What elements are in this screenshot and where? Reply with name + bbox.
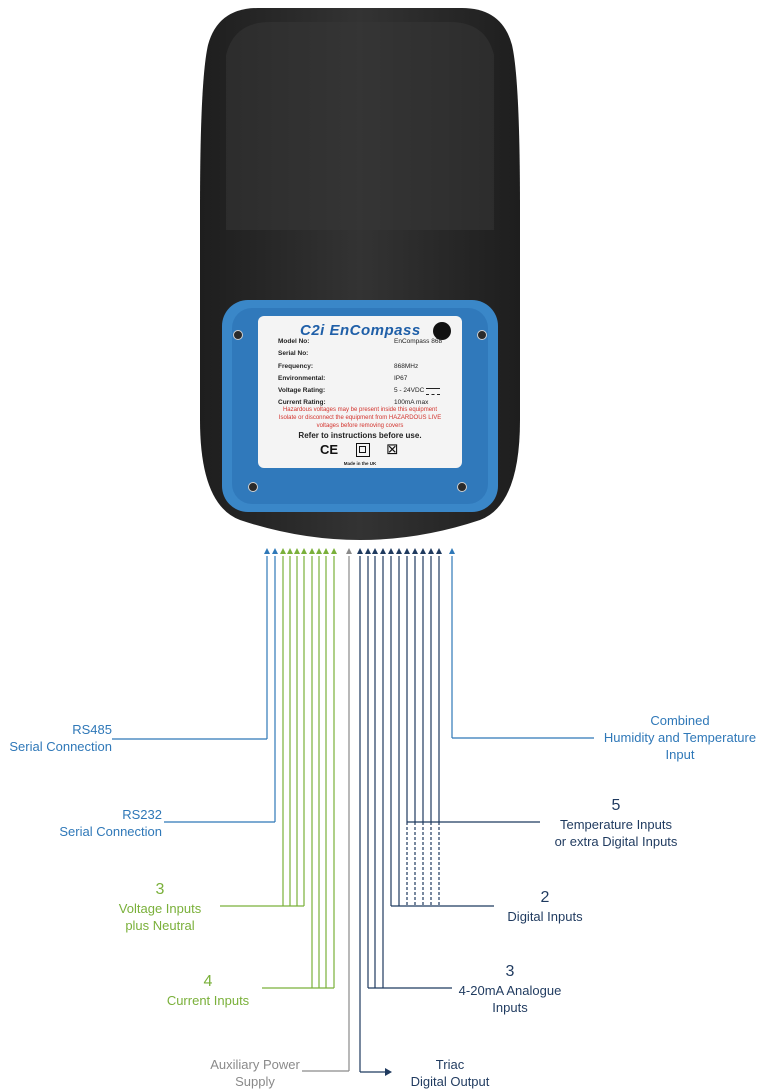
device-rating-label: C2i EnCompass Model No: EnCompass 868 Se…: [258, 316, 462, 468]
aux-subtitle: Supply: [235, 1074, 275, 1089]
triac-output-label: Triac Digital Output: [395, 1056, 505, 1090]
rs232-subtitle: Serial Connection: [59, 824, 162, 839]
screw-icon: [248, 482, 258, 492]
ce-mark-icon: CE: [320, 442, 339, 457]
arrow-up-icon: [323, 548, 329, 554]
device-brand: C2i EnCompass: [300, 322, 421, 339]
screw-icon: [477, 330, 487, 340]
field-value-voltage: 5 - 24VDC: [394, 387, 425, 394]
arrow-up-icon: [280, 548, 286, 554]
analogue-subtitle: Inputs: [492, 1000, 528, 1015]
voltage-inputs-label: 3 Voltage Inputs plus Neutral: [100, 880, 220, 934]
arrow-up-icon: [294, 548, 300, 554]
temperature-title: Temperature Inputs: [559, 817, 672, 832]
arrow-up-icon: [449, 548, 455, 554]
field-value-current: 100mA max: [394, 399, 429, 406]
arrow-up-icon: [404, 548, 410, 554]
field-value-environmental: IP67: [394, 375, 408, 382]
arrow-up-icon: [436, 548, 442, 554]
field-value-frequency: 868MHz: [394, 363, 419, 370]
field-label-serial: Serial No:: [278, 350, 309, 357]
arrow-up-icon: [272, 548, 278, 554]
device-top-highlight: [226, 22, 494, 230]
warning-line-1: Hazardous voltages may be present inside…: [282, 407, 438, 413]
arrow-up-icon: [396, 548, 402, 554]
arrow-up-icon: [365, 548, 371, 554]
current-title: Current Inputs: [166, 993, 250, 1008]
arrow-up-icon: [301, 548, 307, 554]
device-logo-dot: [433, 322, 451, 340]
arrow-right-icon: [385, 1068, 392, 1076]
temperature-count: 5: [611, 797, 621, 814]
screw-icon: [457, 482, 467, 492]
double-insulation-icon: [356, 443, 370, 457]
rs232-label: RS232 Serial Connection: [22, 806, 162, 840]
arrow-up-icon: [346, 548, 352, 554]
analogue-count: 3: [505, 963, 515, 980]
refer-instructions: Refer to instructions before use.: [298, 431, 422, 440]
arrow-up-icon: [412, 548, 418, 554]
current-inputs-label: 4 Current Inputs: [146, 972, 270, 1009]
field-label-frequency: Frequency:: [278, 363, 314, 370]
field-value-model: EnCompass 868: [394, 338, 443, 345]
warning-line-2: Isolate or disconnect the equipment from…: [278, 415, 442, 421]
arrow-up-icon: [357, 548, 363, 554]
temperature-inputs-label: 5 Temperature Inputs or extra Digital In…: [536, 796, 696, 850]
field-label-voltage: Voltage Rating:: [278, 387, 326, 394]
current-count: 4: [203, 973, 213, 990]
field-label-current: Current Rating:: [278, 399, 326, 406]
humidity-subtitle: Humidity and Temperature: [603, 730, 757, 745]
humidity-label: Combined Humidity and Temperature Input: [592, 712, 768, 763]
arrow-group: [264, 548, 455, 1076]
arrow-up-icon: [331, 548, 337, 554]
arrow-up-icon: [264, 548, 270, 554]
arrow-up-icon: [316, 548, 322, 554]
digital-inputs-label: 2 Digital Inputs: [493, 888, 597, 925]
arrow-up-icon: [388, 548, 394, 554]
digital-title: Digital Inputs: [507, 909, 583, 924]
wire-group: [112, 556, 594, 1073]
made-in-label: Made in the UK: [343, 461, 377, 466]
arrow-up-icon: [428, 548, 434, 554]
voltage-subtitle: plus Neutral: [125, 918, 195, 933]
rs485-label: RS485 Serial Connection: [0, 721, 112, 755]
warning-line-3: voltages before removing covers: [316, 423, 404, 429]
analogue-title: 4-20mA Analogue: [458, 983, 562, 998]
humidity-tail: Input: [665, 747, 695, 762]
aux-power-label: Auxiliary Power Supply: [195, 1056, 315, 1090]
arrow-up-icon: [309, 548, 315, 554]
field-label-model: Model No:: [278, 338, 310, 345]
arrow-up-icon: [380, 548, 386, 554]
field-label-environmental: Environmental:: [278, 375, 326, 382]
screw-icon: [233, 330, 243, 340]
arrow-up-icon: [372, 548, 378, 554]
dc-symbol-icon: [426, 388, 440, 395]
digital-count: 2: [540, 889, 550, 906]
voltage-title: Voltage Inputs: [118, 901, 202, 916]
analogue-inputs-label: 3 4-20mA Analogue Inputs: [440, 962, 580, 1016]
arrow-up-icon: [287, 548, 293, 554]
voltage-count: 3: [155, 881, 165, 898]
triac-subtitle: Digital Output: [410, 1074, 490, 1089]
humidity-title: Combined: [650, 713, 710, 728]
rs485-subtitle: Serial Connection: [9, 739, 112, 754]
rs232-title: RS232: [122, 807, 162, 822]
triac-title: Triac: [435, 1057, 465, 1072]
aux-title: Auxiliary Power: [210, 1057, 300, 1072]
weee-bin-icon: ⊠: [386, 441, 399, 458]
arrow-up-icon: [420, 548, 426, 554]
rs485-title: RS485: [72, 722, 112, 737]
temperature-subtitle: or extra Digital Inputs: [554, 834, 678, 849]
